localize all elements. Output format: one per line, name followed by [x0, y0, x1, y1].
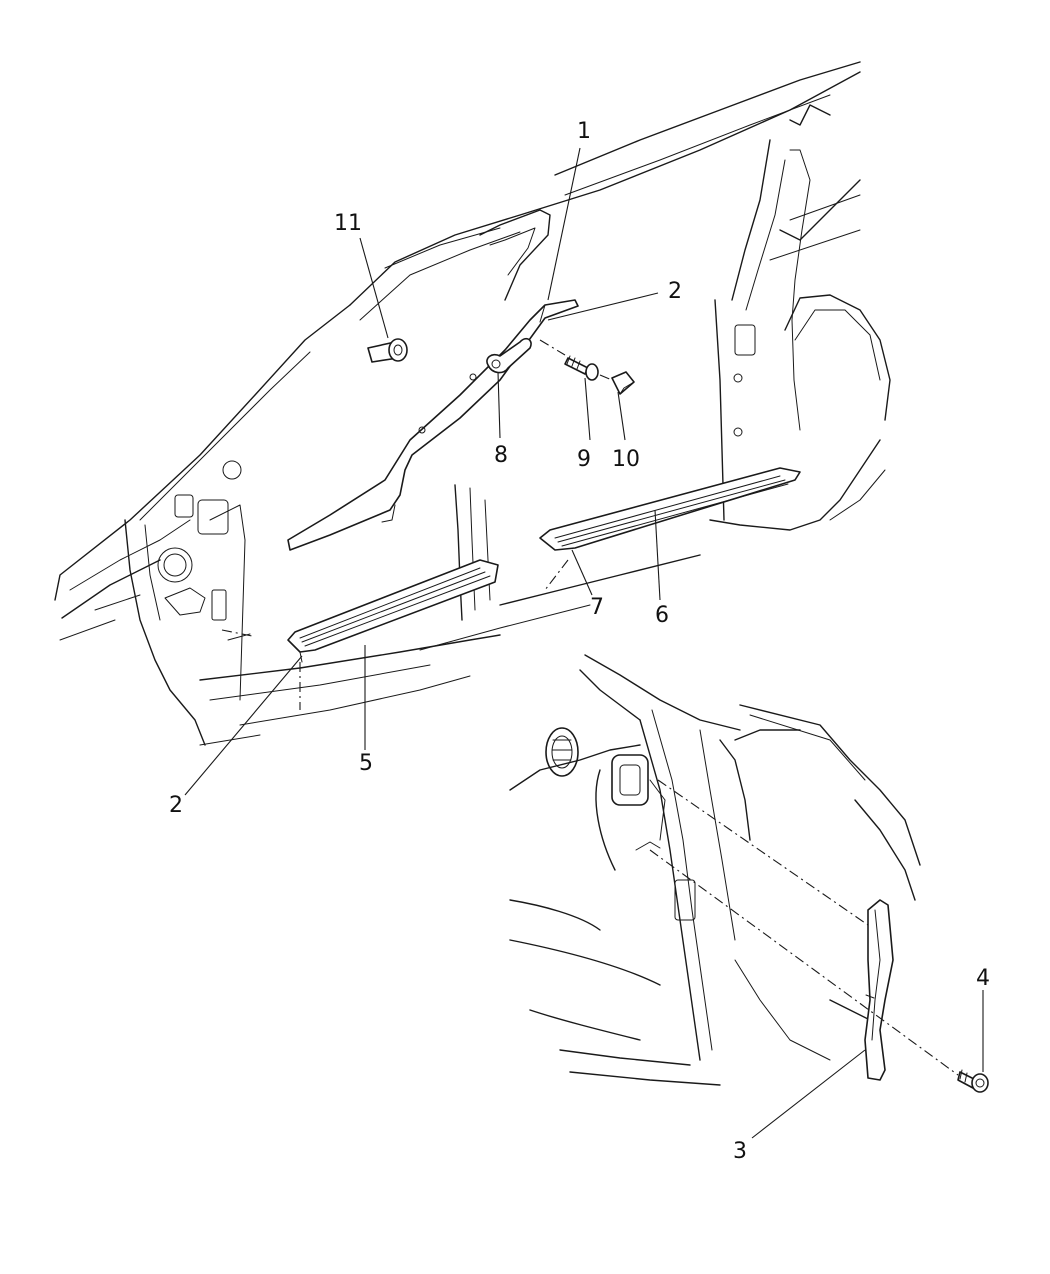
inset-view-instrument-panel [509, 654, 921, 1086]
callout-3: 3 [733, 1139, 747, 1164]
callout-2-upper: 2 [668, 279, 682, 304]
callout-10: 10 [612, 447, 640, 472]
callout-6: 6 [655, 603, 669, 628]
push-pin-retainer [367, 338, 408, 363]
callout-1: 1 [577, 119, 591, 144]
callout-2-lower: 2 [169, 793, 183, 818]
a-pillar-trim-panel [287, 299, 579, 551]
callout-11: 11 [334, 211, 362, 236]
front-sill-plate [287, 559, 499, 663]
assembly-guide-lines [221, 339, 959, 1076]
callout-4: 4 [976, 966, 990, 991]
callout-7: 7 [590, 595, 604, 620]
callout-9: 9 [577, 447, 591, 472]
callout-5: 5 [359, 751, 373, 776]
mounting-bolt [957, 1069, 989, 1093]
trim-screw [564, 355, 599, 381]
pillar-lower-trim-panel [864, 899, 894, 1081]
callout-labels: 1 2 2 3 4 5 6 7 8 9 10 11 [169, 119, 990, 1164]
screw-cover-cap [611, 371, 635, 395]
vehicle-body-outline [54, 61, 891, 746]
leader-lines [184, 147, 984, 1139]
rear-sill-plate [539, 467, 801, 551]
callout-8: 8 [494, 443, 508, 468]
